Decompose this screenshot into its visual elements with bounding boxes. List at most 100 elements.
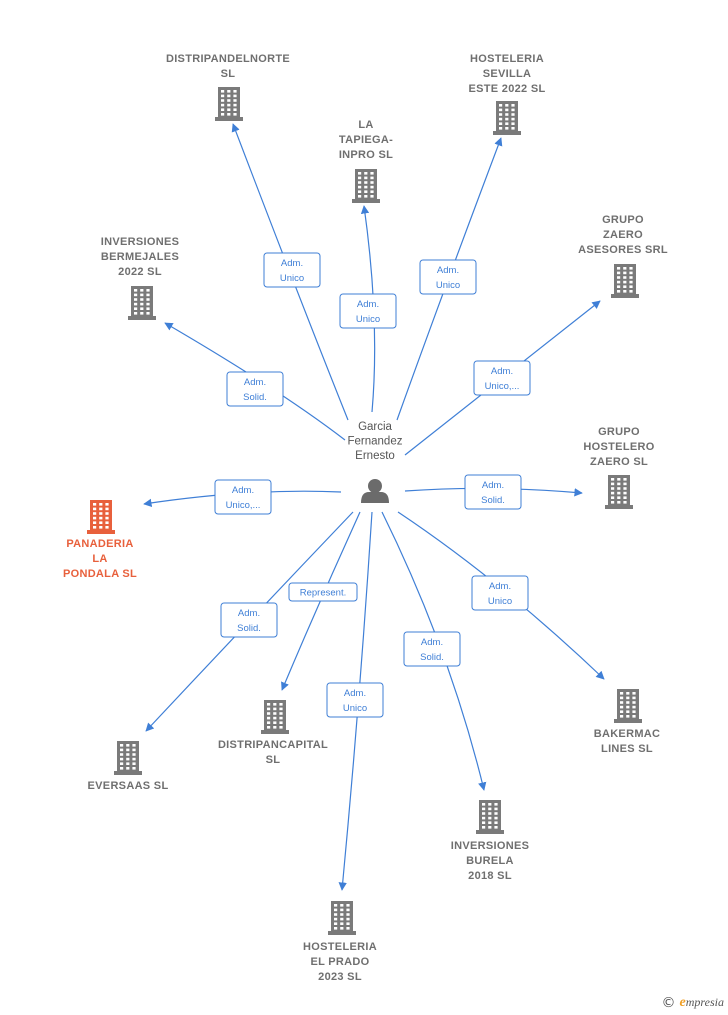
company-node-la-tapiega[interactable]: LA TAPIEGA- INPRO SL <box>339 119 393 203</box>
relation-label-distripancapital[interactable]: Represent. <box>288 582 358 602</box>
person-icon[interactable] <box>361 479 389 503</box>
relation-box[interactable] <box>403 631 461 667</box>
relation-text: Unico,... <box>226 500 261 511</box>
relation-text: Adm. <box>437 265 459 276</box>
relation-text: Unico <box>343 703 367 714</box>
building-icon[interactable] <box>215 87 243 121</box>
relation-label-la-tapiega[interactable]: Adm.Unico <box>339 293 397 329</box>
building-icon[interactable] <box>328 901 356 935</box>
relation-text: Adm. <box>482 480 504 491</box>
company-name-line[interactable]: PONDALA SL <box>63 568 137 580</box>
relation-text: Adm. <box>238 608 260 619</box>
building-icon[interactable] <box>605 475 633 509</box>
building-icon[interactable] <box>614 689 642 723</box>
company-node-distripandelnorte[interactable]: DISTRIPANDELNORTE SL <box>166 53 290 121</box>
company-name-line[interactable]: 2022 SL <box>118 266 162 278</box>
company-name-line[interactable]: ZAERO <box>603 229 643 241</box>
company-node-grupo-hostelero-zaero[interactable]: GRUPO HOSTELERO ZAERO SL <box>583 426 654 509</box>
relation-box[interactable] <box>326 682 384 718</box>
relation-box[interactable] <box>464 474 522 510</box>
company-name-line[interactable]: BAKERMAC <box>594 728 661 740</box>
relation-text: Adm. <box>357 299 379 310</box>
relation-label-panaderia-la-pondala[interactable]: Adm.Unico,... <box>214 479 272 515</box>
company-name-line[interactable]: 2018 SL <box>468 870 512 882</box>
company-node-grupo-zaero-asesores[interactable]: GRUPO ZAERO ASESORES SRL <box>578 214 668 298</box>
relation-text: Adm. <box>244 377 266 388</box>
company-name-line[interactable]: BERMEJALES <box>101 251 179 263</box>
person-name-line[interactable]: Garcia <box>358 421 392 433</box>
company-name-line[interactable]: INVERSIONES <box>101 236 180 248</box>
company-node-distripancapital[interactable]: DISTRIPANCAPITAL SL <box>218 700 328 766</box>
company-name-line[interactable]: 2023 SL <box>318 971 362 983</box>
relation-label-distripandelnorte[interactable]: Adm.Unico <box>263 252 321 288</box>
company-node-bakermac-lines[interactable]: BAKERMAC LINES SL <box>594 689 661 755</box>
building-icon[interactable] <box>87 500 115 534</box>
company-name-line[interactable]: PANADERIA <box>66 538 133 550</box>
company-name-line[interactable]: SL <box>221 68 236 80</box>
building-icon[interactable] <box>352 169 380 203</box>
relation-label-eversaas[interactable]: Adm.Solid. <box>220 602 278 638</box>
company-name-line[interactable]: INVERSIONES <box>451 840 530 852</box>
brand-logo-initial: e <box>679 995 686 1010</box>
company-name-line[interactable]: INPRO SL <box>339 149 393 161</box>
company-name-line[interactable]: ZAERO SL <box>590 456 648 468</box>
company-name-line[interactable]: HOSTELERIA <box>470 53 544 65</box>
relation-label-inversiones-burela[interactable]: Adm.Solid. <box>403 631 461 667</box>
relation-box[interactable] <box>214 479 272 515</box>
relation-box[interactable] <box>419 259 477 295</box>
relation-box[interactable] <box>473 360 531 396</box>
company-name-line[interactable]: EL PRADO <box>310 956 369 968</box>
company-node-inversiones-bermejales[interactable]: INVERSIONES BERMEJALES 2022 SL <box>101 236 180 320</box>
company-node-hosteleria-sevilla[interactable]: HOSTELERIA SEVILLA ESTE 2022 SL <box>469 53 546 135</box>
person-name-line[interactable]: Fernandez <box>348 436 403 448</box>
relation-label-inversiones-bermejales[interactable]: Adm.Solid. <box>226 371 284 407</box>
company-name-line[interactable]: ASESORES SRL <box>578 244 668 256</box>
company-name-line[interactable]: GRUPO <box>598 426 640 438</box>
company-name-line[interactable]: SL <box>266 754 281 766</box>
copyright-icon: © <box>661 995 676 1011</box>
relation-label-bakermac-lines[interactable]: Adm. Unico <box>471 575 529 611</box>
relation-text: Represent. <box>300 588 346 599</box>
company-node-panaderia-la-pondala[interactable]: PANADERIA LA PONDALA SL <box>63 500 137 580</box>
relation-text: Unico <box>488 596 512 607</box>
company-name-line[interactable]: TAPIEGA- <box>339 134 393 146</box>
company-name-line[interactable]: EVERSAAS SL <box>88 780 169 792</box>
company-name-line[interactable]: LA <box>92 553 107 565</box>
company-name-line[interactable]: HOSTELERO <box>583 441 654 453</box>
building-icon[interactable] <box>611 264 639 298</box>
relation-label-grupo-hostelero-zaero[interactable]: Adm.Solid. <box>464 474 522 510</box>
company-name-line[interactable]: DISTRIPANDELNORTE <box>166 53 290 65</box>
company-name-line[interactable]: BURELA <box>466 855 514 867</box>
relation-text: Adm. <box>281 258 303 269</box>
building-icon[interactable] <box>114 741 142 775</box>
relation-text: Unico <box>436 280 460 291</box>
building-icon[interactable] <box>128 286 156 320</box>
relation-box[interactable] <box>288 582 358 602</box>
relation-text: Adm. <box>489 581 511 592</box>
relation-label-hosteleria-el-prado[interactable]: Adm.Unico <box>326 682 384 718</box>
relation-label-grupo-zaero-asesores[interactable]: Adm.Unico,... <box>473 360 531 396</box>
relation-box[interactable] <box>339 293 397 329</box>
company-node-eversaas[interactable]: EVERSAAS SL <box>88 741 169 792</box>
company-name-line[interactable]: SEVILLA <box>483 68 532 80</box>
relation-label-hosteleria-sevilla[interactable]: Adm. Unico <box>419 259 477 295</box>
relation-box[interactable] <box>226 371 284 407</box>
company-name-line[interactable]: GRUPO <box>602 214 644 226</box>
company-name-line[interactable]: LA <box>358 119 373 131</box>
relation-box[interactable] <box>220 602 278 638</box>
company-node-inversiones-burela[interactable]: INVERSIONES BURELA 2018 SL <box>451 800 530 882</box>
relation-box[interactable] <box>471 575 529 611</box>
building-icon[interactable] <box>261 700 289 734</box>
company-name-line[interactable]: ESTE 2022 SL <box>469 83 546 95</box>
building-icon[interactable] <box>476 800 504 834</box>
company-name-line[interactable]: DISTRIPANCAPITAL <box>218 739 328 751</box>
company-name-line[interactable]: HOSTELERIA <box>303 941 377 953</box>
company-name-line[interactable]: LINES SL <box>601 743 653 755</box>
building-icon[interactable] <box>493 101 521 135</box>
person-name-line[interactable]: Ernesto <box>355 450 395 462</box>
brand-logo-text: mpresia <box>685 995 724 1009</box>
company-node-hosteleria-el-prado[interactable]: HOSTELERIA EL PRADO 2023 SL <box>303 901 377 983</box>
relation-box[interactable] <box>263 252 321 288</box>
